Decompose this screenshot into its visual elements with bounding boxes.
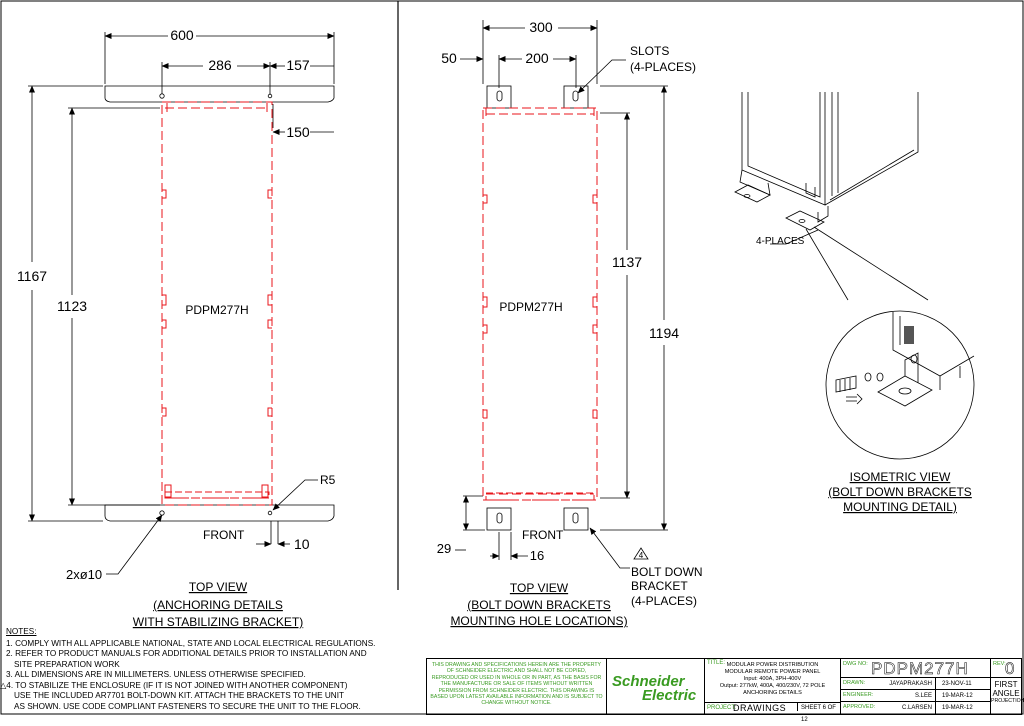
dim-r5: R5: [320, 473, 336, 487]
mid-enclosure-hidden: [482, 107, 598, 501]
approved-date-cell: 19-MAR-12: [936, 702, 991, 714]
hole-callout: 2xø10: [66, 567, 102, 582]
project-value: DRAWINGS: [733, 703, 787, 713]
left-view-title-3: WITH STABILIZING BRACKET): [133, 615, 303, 629]
note-4-number: 4: [639, 551, 644, 560]
mid-enclosure-features: [483, 108, 597, 419]
approved-caption: APPROVED:: [843, 704, 876, 710]
project-caption: PROJECT:: [707, 705, 737, 711]
mid-enclosure-label: PDPM277H: [499, 300, 562, 314]
dim-157: 157: [286, 57, 310, 73]
projection-1: FIRST: [994, 680, 1018, 689]
dim-1123: 1123: [57, 298, 87, 314]
drawn-date-cell: 23-NOV-11: [936, 678, 991, 690]
left-view-title-1: TOP VIEW: [189, 580, 248, 594]
mid-front-label: FRONT: [522, 528, 564, 542]
drawn-date: 23-NOV-11: [942, 681, 972, 687]
title-line: ANCHORING DETAILS: [743, 690, 802, 696]
engineer-cell: ENGINEER: S.LEE: [841, 690, 936, 702]
iso-places-label: 4-PLACES: [756, 236, 805, 247]
bracket-label-2: BRACKET: [631, 579, 688, 593]
dim-200: 200: [525, 50, 549, 66]
notes-header: NOTES:: [6, 627, 37, 636]
approved-cell: APPROVED: C.LARSEN: [841, 702, 936, 714]
note-4-triangle-icon: [633, 547, 649, 560]
note-line: AS SHOWN. USE CODE COMPLIANT FASTENERS T…: [14, 701, 361, 711]
mid-view-title-2: (BOLT DOWN BRACKETS: [467, 598, 611, 612]
dwg-no-cell: DWG NO: PDPM277H: [841, 659, 991, 678]
title-block: THIS DRAWING AND SPECIFICATIONS HEREIN A…: [426, 658, 1024, 723]
sheet-number: SHEET 6 OF 12: [797, 702, 840, 723]
left-front-label: FRONT: [203, 528, 245, 542]
project-cell: PROJECT: DRAWINGS SHEET 6 OF 12: [705, 702, 841, 723]
drawn-cell: DRAWN: JAYAPRAKASH: [841, 678, 936, 690]
dim-600: 600: [170, 27, 194, 43]
projection-3: PROJECTION: [991, 698, 1024, 704]
dim-1194: 1194: [649, 325, 679, 341]
left-top-view: [28, 32, 335, 575]
note-line: USE THE INCLUDED AR7701 BOLT-DOWN KIT. A…: [14, 691, 344, 700]
bracket-label-3: (4-PLACES): [631, 594, 697, 608]
projection-cell: FIRST ANGLE PROJECTION: [991, 678, 1024, 714]
approved-by: C.LARSEN: [901, 705, 932, 711]
title-block-right: DWG NO: PDPM277H REV: 0 DRAWN: JAYAPRAKA…: [841, 659, 1024, 714]
approved-date: 19-MAR-12: [942, 705, 973, 711]
dim-10: 10: [294, 536, 310, 552]
note-line: SITE PREPARATION WORK: [14, 659, 120, 669]
dim-150: 150: [286, 124, 310, 140]
note-line: 2. REFER TO PRODUCT MANUALS FOR ADDITION…: [6, 649, 367, 658]
drawn-caption: DRAWN:: [843, 680, 866, 686]
dim-1137: 1137: [612, 254, 642, 270]
engineer-date-cell: 19-MAR-12: [936, 690, 991, 702]
rev-caption: REV:: [993, 661, 1006, 667]
drawn-by: JAYAPRAKASH: [889, 681, 932, 687]
isometric-detail: [835, 312, 975, 407]
dim-29: 29: [437, 541, 451, 556]
mid-view-title-1: TOP VIEW: [510, 581, 569, 595]
disclaimer: THIS DRAWING AND SPECIFICATIONS HEREIN A…: [427, 659, 607, 714]
left-enclosure-features: [162, 189, 272, 499]
note-line: 3. ALL DIMENSIONS ARE IN MILLIMETERS. UN…: [6, 670, 306, 679]
dwg-number: PDPM277H: [871, 659, 969, 679]
logo-text-2: Electric: [642, 687, 697, 704]
slots-label-1: SLOTS: [630, 44, 669, 58]
title-line: MODULAR REMOTE POWER PANEL: [724, 669, 821, 675]
dim-50: 50: [441, 50, 457, 66]
note-line: 1. COMPLY WITH ALL APPLICABLE NATIONAL, …: [6, 638, 376, 648]
title-line: MODULAR POWER DISTRIBUTION: [726, 662, 819, 668]
logo-text-1: Schneider: [612, 673, 685, 690]
note-line: △4. TO STABILIZE THE ENCLOSURE (IF IT IS…: [0, 680, 348, 690]
engineer-date: 19-MAR-12: [942, 693, 973, 699]
title-caption: TITLE:: [707, 660, 726, 666]
dim-16: 16: [530, 548, 544, 563]
iso-view-title-2: (BOLT DOWN BRACKETS: [828, 485, 972, 499]
title-line: Output: 277kW, 400A, 400/230V, 72 POLE: [719, 683, 826, 689]
mid-top-view: [455, 20, 668, 569]
dim-300: 300: [529, 19, 553, 35]
rev-number: 0: [1005, 659, 1016, 679]
slots-label-2: (4-PLACES): [630, 60, 696, 74]
mid-view-title-3: MOUNTING HOLE LOCATIONS): [450, 614, 627, 628]
dim-1167: 1167: [17, 268, 47, 284]
title-line: Input: 400A, 3PH-400V: [743, 676, 802, 682]
notes: NOTES: 1. COMPLY WITH ALL APPLICABLE NAT…: [0, 627, 406, 712]
dim-286: 286: [208, 57, 232, 73]
isometric-cabinet: [734, 92, 975, 460]
engineer: S.LEE: [914, 693, 932, 699]
rev-cell: REV: 0: [991, 659, 1021, 678]
iso-view-title-1: ISOMETRIC VIEW: [850, 470, 951, 484]
iso-view-title-3: MOUNTING DETAIL): [843, 500, 957, 514]
left-view-title-2: (ANCHORING DETAILS: [153, 598, 283, 612]
engineer-caption: ENGINEER:: [843, 692, 874, 698]
dwg-no-caption: DWG NO:: [843, 661, 868, 667]
title-cell: TITLE: MODULAR POWER DISTRIBUTION MODULA…: [705, 659, 841, 703]
schneider-logo: Schneider Electric: [608, 659, 705, 714]
projection-2: ANGLE: [992, 689, 1020, 698]
left-enclosure-label: PDPM277H: [185, 303, 248, 317]
bracket-label-1: BOLT DOWN: [631, 565, 703, 579]
